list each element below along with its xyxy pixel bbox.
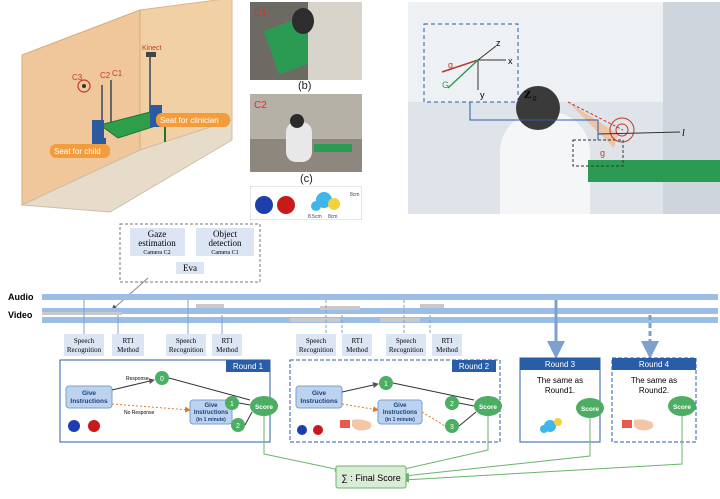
label-kinect: Kinect bbox=[142, 45, 162, 52]
photo-c1-label: C1 bbox=[254, 8, 267, 19]
geometry-overlay: z x y g G Z 0 g l bbox=[423, 23, 685, 167]
eva-box bbox=[119, 223, 261, 283]
rti-module-r1-2: Method bbox=[117, 346, 139, 354]
object-camera: Camera C1 bbox=[211, 250, 238, 256]
rti-module-r1-1: RTI bbox=[123, 337, 135, 345]
room-illustration: C3 C2 C1 Kinect Seat for clinician Seat … bbox=[20, 0, 233, 213]
label-c2: C2 bbox=[100, 71, 111, 80]
r1-give-min-3: (in 1 minute) bbox=[196, 417, 226, 423]
rti-module-r2b-1: RTI bbox=[442, 337, 454, 345]
gaze-label-2: estimation bbox=[138, 238, 176, 248]
r2-score: Score bbox=[479, 404, 497, 411]
audio-label: Audio bbox=[8, 292, 34, 302]
rti-module-r2-1: RTI bbox=[352, 337, 364, 345]
r1-score: Score bbox=[255, 404, 273, 411]
speech-module-r2-1: Speech bbox=[306, 337, 327, 345]
line-l: l bbox=[682, 128, 685, 139]
final-score-label: ∑ : Final Score bbox=[341, 473, 400, 483]
speech-module-r2b-2: Recognition bbox=[389, 346, 424, 354]
r1-give-min-2: Instructions bbox=[194, 410, 229, 416]
toy-dim-1: 8cm bbox=[350, 192, 359, 198]
object-label: Object bbox=[213, 229, 237, 239]
video-track bbox=[42, 308, 718, 314]
r1-response-label: Response bbox=[126, 376, 149, 382]
speech-module-r1b-1: Speech bbox=[176, 337, 197, 345]
round1-title: Round 1 bbox=[233, 362, 264, 371]
round2-title: Round 2 bbox=[459, 362, 490, 371]
z0-label: Z bbox=[524, 89, 531, 101]
axis-z: z bbox=[496, 38, 501, 48]
eva-label: Eva bbox=[183, 263, 197, 273]
photo-c1: C1 bbox=[250, 2, 362, 80]
r1-give-1: Give bbox=[82, 390, 96, 397]
rti-module-r1b-2: Method bbox=[216, 346, 238, 354]
video-label: Video bbox=[8, 310, 33, 320]
vector-g-green: G bbox=[442, 80, 449, 90]
caption-b: (b) bbox=[298, 80, 312, 92]
round3-text-2: Round1. bbox=[545, 386, 575, 395]
speech-module-r2-2: Recognition bbox=[299, 346, 334, 354]
r1-score-0: 0 bbox=[160, 376, 164, 383]
r1-give-min-1: Give bbox=[204, 403, 218, 409]
round4-text-1: The same as bbox=[631, 376, 677, 385]
r4-score: Score bbox=[673, 404, 691, 411]
rti-module-r1b-1: RTI bbox=[222, 337, 234, 345]
seat-clinician-label: Seat for clinician bbox=[160, 116, 219, 125]
r2-score-1: 1 bbox=[384, 381, 388, 388]
photo-c2-label: C2 bbox=[254, 100, 267, 111]
r1-score-1: 1 bbox=[230, 401, 234, 408]
gaze-camera: Camera C2 bbox=[143, 250, 170, 256]
caption-c: (c) bbox=[300, 173, 313, 185]
label-c3: C3 bbox=[72, 73, 83, 82]
r2-give-2: Instructions bbox=[300, 398, 338, 405]
audio-track bbox=[42, 294, 718, 300]
flow-diagram: Gaze estimation Camera C2 Object detecti… bbox=[8, 223, 718, 489]
gaze-geometry-photo bbox=[408, 2, 720, 214]
r2-give-1: Give bbox=[312, 390, 326, 397]
r1-no-response-label: No Response bbox=[124, 410, 155, 416]
rti-module-r2-2: Method bbox=[346, 346, 368, 354]
r1-score-2: 2 bbox=[236, 423, 240, 430]
r3-score: Score bbox=[581, 406, 599, 413]
rti-module-r2b-2: Method bbox=[436, 346, 458, 354]
speech-module-r1-2: Recognition bbox=[67, 346, 102, 354]
r2-give-min-2: Instructions bbox=[383, 410, 418, 416]
vector-g-top: g bbox=[448, 60, 453, 70]
speech-module-r1-1: Speech bbox=[74, 337, 95, 345]
label-c1: C1 bbox=[112, 69, 123, 78]
r2-give-min-1: Give bbox=[393, 403, 407, 409]
z0-sub: 0 bbox=[533, 95, 537, 103]
toys-image: 8cm 8.5cm 8cm bbox=[250, 186, 362, 220]
vector-g-bottom: g bbox=[600, 148, 605, 158]
r2-score-2: 2 bbox=[450, 401, 454, 408]
toy-dim-3: 8cm bbox=[328, 214, 337, 220]
speech-module-r1b-2: Recognition bbox=[169, 346, 204, 354]
final-score-box bbox=[335, 465, 407, 489]
photo-c2: C2 bbox=[250, 94, 362, 172]
object-label-2: detection bbox=[209, 238, 242, 248]
speech-module-r2b-1: Speech bbox=[396, 337, 417, 345]
axis-y: y bbox=[480, 90, 485, 100]
r2-give-min-3: (in 1 minute) bbox=[385, 417, 415, 423]
round4-title: Round 4 bbox=[639, 360, 670, 369]
axis-x: x bbox=[508, 56, 513, 66]
gaze-label: Gaze bbox=[148, 229, 166, 239]
r2-score-3: 3 bbox=[450, 424, 454, 431]
r1-give-2: Instructions bbox=[70, 398, 108, 405]
seat-child-label: Seat for child bbox=[54, 147, 101, 156]
round4-text-2: Round2. bbox=[639, 386, 669, 395]
toy-dim-2: 8.5cm bbox=[308, 214, 322, 220]
round3-text-1: The same as bbox=[537, 376, 583, 385]
round3-title: Round 3 bbox=[545, 360, 576, 369]
